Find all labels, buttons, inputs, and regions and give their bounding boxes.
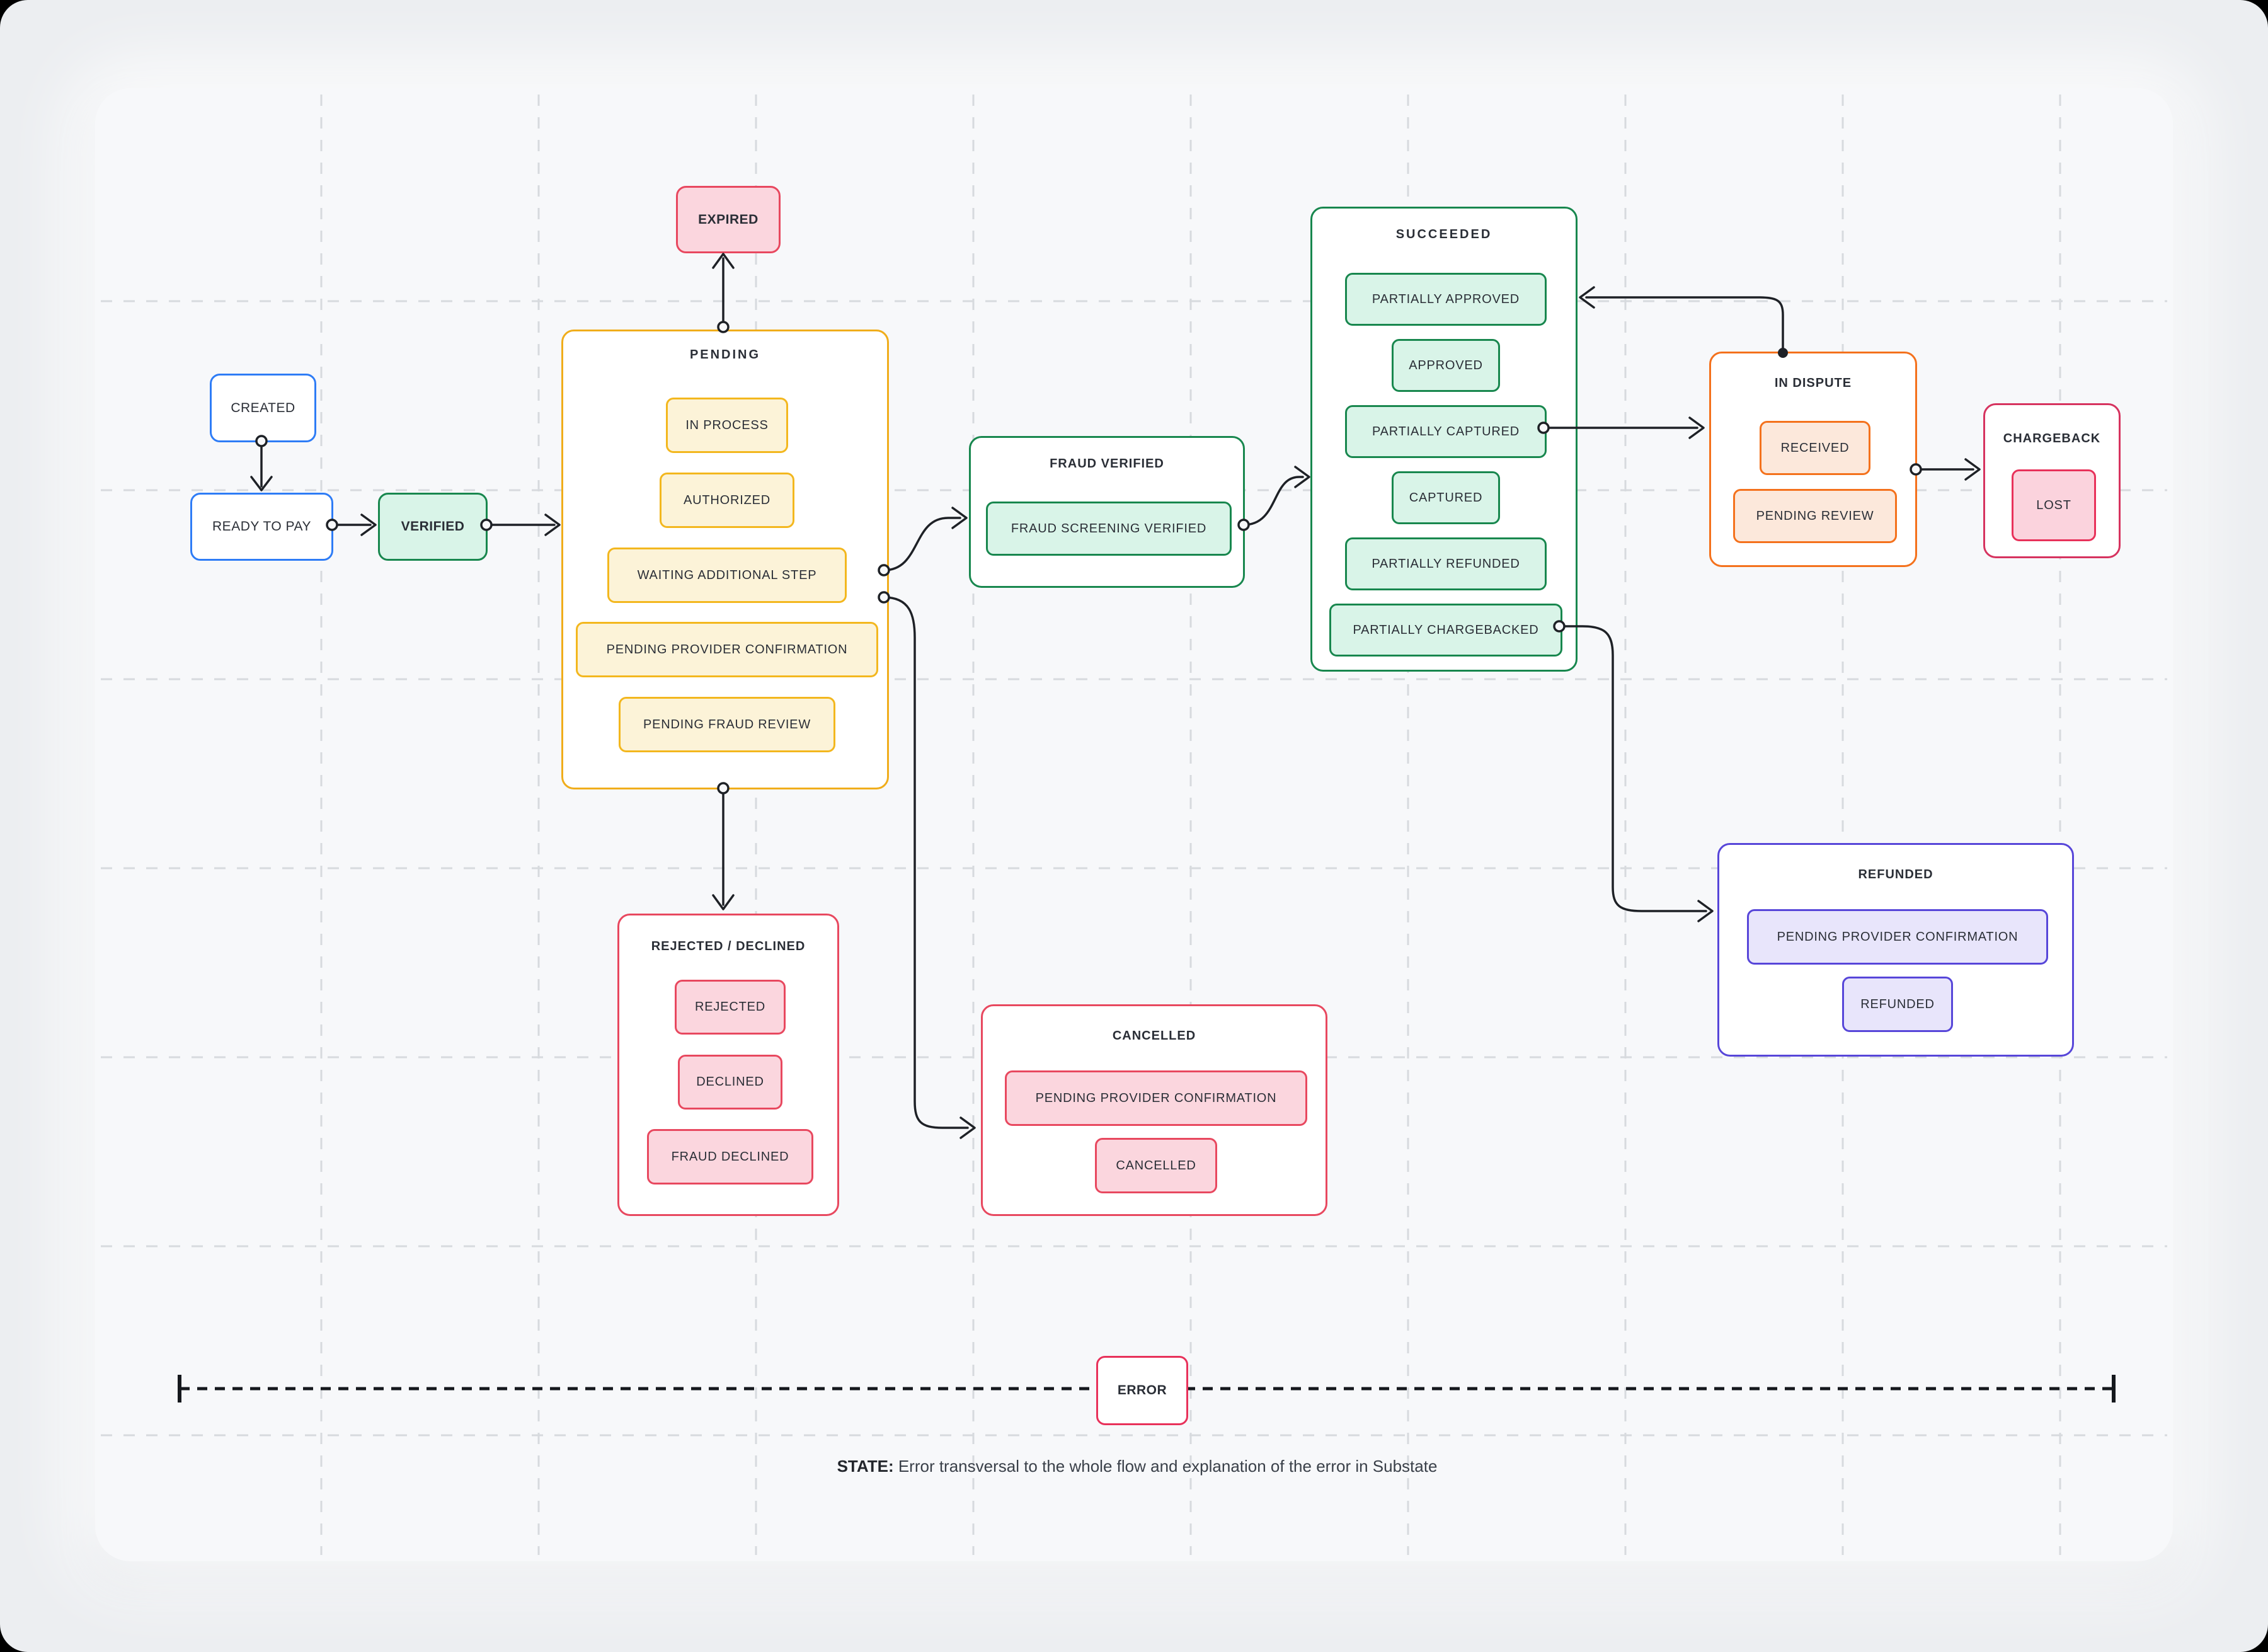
substate-label: LOST xyxy=(2036,498,2071,512)
node-created-label: CREATED xyxy=(231,400,295,415)
substate-fraud-declined[interactable]: FRAUD DECLINED xyxy=(647,1129,813,1185)
substate-partially-captured[interactable]: PARTIALLY CAPTURED xyxy=(1345,405,1547,458)
substate-authorized[interactable]: AUTHORIZED xyxy=(660,473,794,528)
group-pending[interactable]: PENDING IN PROCESS AUTHORIZED WAITING AD… xyxy=(561,330,889,789)
substate-label: PARTIALLY APPROVED xyxy=(1372,292,1520,306)
substate-label: CANCELLED xyxy=(1116,1158,1196,1173)
node-expired-label: EXPIRED xyxy=(698,212,759,227)
group-fraud-verified[interactable]: FRAUD VERIFIED FRAUD SCREENING VERIFIED xyxy=(969,436,1245,588)
substate-fraud-screening-verified[interactable]: FRAUD SCREENING VERIFIED xyxy=(986,502,1232,556)
substate-label: PENDING PROVIDER CONFIRMATION xyxy=(606,642,848,657)
substate-label: PENDING PROVIDER CONFIRMATION xyxy=(1035,1091,1277,1105)
substate-pending-review[interactable]: PENDING REVIEW xyxy=(1733,489,1897,543)
substate-label: IN PROCESS xyxy=(685,418,769,432)
substate-waiting-additional-step[interactable]: WAITING ADDITIONAL STEP xyxy=(607,548,847,603)
substate-approved[interactable]: APPROVED xyxy=(1392,339,1500,392)
substate-refunded[interactable]: REFUNDED xyxy=(1842,977,1953,1032)
group-cancelled[interactable]: CANCELLED PENDING PROVIDER CONFIRMATION … xyxy=(981,1004,1327,1216)
node-ready-to-pay-label: READY TO PAY xyxy=(212,519,311,534)
substate-partially-chargebacked[interactable]: PARTIALLY CHARGEBACKED xyxy=(1329,604,1562,657)
substate-label: WAITING ADDITIONAL STEP xyxy=(637,568,817,582)
substate-label: FRAUD SCREENING VERIFIED xyxy=(1011,521,1207,536)
substate-label: AUTHORIZED xyxy=(684,493,770,507)
substate-label: APPROVED xyxy=(1409,358,1483,372)
substate-cancelled[interactable]: CANCELLED xyxy=(1095,1138,1217,1193)
group-succeeded[interactable]: SUCCEEDED PARTIALLY APPROVED APPROVED PA… xyxy=(1310,207,1578,672)
substate-label: REJECTED xyxy=(695,1000,765,1014)
substate-pending-fraud-review[interactable]: PENDING FRAUD REVIEW xyxy=(619,697,835,752)
diagram-canvas xyxy=(95,88,2173,1561)
substate-label: PARTIALLY REFUNDED xyxy=(1372,556,1520,571)
group-refunded[interactable]: REFUNDED PENDING PROVIDER CONFIRMATION R… xyxy=(1717,843,2074,1057)
state-note-bold: STATE: xyxy=(837,1457,894,1476)
node-expired[interactable]: EXPIRED xyxy=(676,186,781,253)
substate-rejected[interactable]: REJECTED xyxy=(675,980,786,1035)
substate-label: CAPTURED xyxy=(1409,490,1483,505)
substate-lost[interactable]: LOST xyxy=(2012,469,2096,541)
node-verified-label: VERIFIED xyxy=(401,519,465,534)
substate-in-process[interactable]: IN PROCESS xyxy=(666,398,788,453)
group-in-dispute[interactable]: IN DISPUTE RECEIVED PENDING REVIEW xyxy=(1709,352,1917,567)
node-verified[interactable]: VERIFIED xyxy=(378,493,488,561)
substate-declined[interactable]: DECLINED xyxy=(678,1055,782,1110)
node-created[interactable]: CREATED xyxy=(210,374,316,442)
substate-captured[interactable]: CAPTURED xyxy=(1392,471,1500,524)
state-note-text: Error transversal to the whole flow and … xyxy=(893,1457,1438,1476)
substate-cancelled-pending-provider-confirmation[interactable]: PENDING PROVIDER CONFIRMATION xyxy=(1005,1070,1307,1126)
substate-label: PENDING FRAUD REVIEW xyxy=(643,717,811,731)
substate-label: DECLINED xyxy=(696,1075,764,1089)
substate-label: PARTIALLY CAPTURED xyxy=(1372,424,1520,439)
group-cancelled-title: CANCELLED xyxy=(1112,1029,1196,1043)
substate-label: REFUNDED xyxy=(1860,997,1935,1011)
substate-label: PENDING PROVIDER CONFIRMATION xyxy=(1777,929,2019,944)
group-rejected-declined-title: REJECTED / DECLINED xyxy=(651,939,806,953)
group-succeeded-title: SUCCEEDED xyxy=(1395,227,1492,241)
substate-label: PARTIALLY CHARGEBACKED xyxy=(1353,622,1539,637)
group-pending-title: PENDING xyxy=(689,348,761,362)
group-chargeback-title: CHARGEBACK xyxy=(2003,432,2101,445)
substate-refunded-pending-provider-confirmation[interactable]: PENDING PROVIDER CONFIRMATION xyxy=(1747,909,2048,965)
group-rejected-declined[interactable]: REJECTED / DECLINED REJECTED DECLINED FR… xyxy=(617,914,839,1216)
node-error-label: ERROR xyxy=(1117,1383,1167,1397)
substate-partially-approved[interactable]: PARTIALLY APPROVED xyxy=(1345,273,1547,326)
group-fraud-verified-title: FRAUD VERIFIED xyxy=(1050,457,1164,471)
substate-received[interactable]: RECEIVED xyxy=(1760,421,1870,475)
group-refunded-title: REFUNDED xyxy=(1858,868,1933,881)
substate-label: PENDING REVIEW xyxy=(1756,508,1874,523)
substate-pending-provider-confirmation[interactable]: PENDING PROVIDER CONFIRMATION xyxy=(576,622,878,677)
node-ready-to-pay[interactable]: READY TO PAY xyxy=(190,493,333,561)
node-error[interactable]: ERROR xyxy=(1096,1356,1188,1425)
group-in-dispute-title: IN DISPUTE xyxy=(1774,376,1852,390)
group-chargeback[interactable]: CHARGEBACK LOST xyxy=(1983,403,2121,558)
substate-label: RECEIVED xyxy=(1780,440,1850,455)
state-note: STATE: Error transversal to the whole fl… xyxy=(633,1457,1641,1476)
substate-label: FRAUD DECLINED xyxy=(671,1149,789,1164)
substate-partially-refunded[interactable]: PARTIALLY REFUNDED xyxy=(1345,537,1547,590)
